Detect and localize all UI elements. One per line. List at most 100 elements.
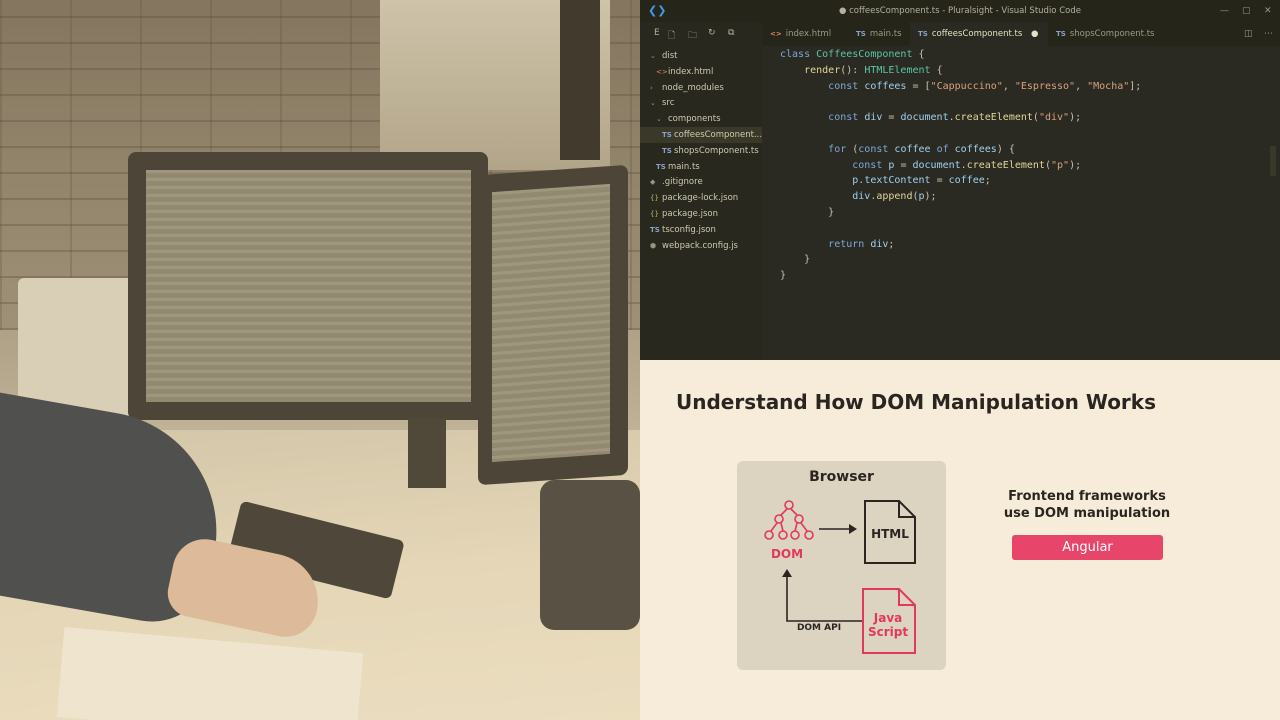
json-file-icon: {} bbox=[650, 210, 659, 218]
file-tree-item[interactable]: ◆.gitignore bbox=[640, 174, 768, 190]
chevron-down-icon: ⌄ bbox=[650, 99, 656, 108]
editor-scrollbar[interactable] bbox=[1270, 146, 1276, 176]
code-punctuation: ; bbox=[888, 238, 895, 250]
minimize-button[interactable]: — bbox=[1220, 6, 1229, 16]
more-actions-icon[interactable]: ⋯ bbox=[1264, 29, 1273, 39]
code-function: render bbox=[804, 64, 841, 76]
code-punctuation: . bbox=[858, 175, 865, 187]
code-punctuation bbox=[780, 239, 828, 250]
code-string: "Espresso" bbox=[1014, 80, 1076, 92]
typescript-file-icon: TS bbox=[656, 162, 666, 171]
code-punctuation: = [ bbox=[906, 80, 931, 92]
javascript-label-line1: Java bbox=[873, 611, 903, 625]
code-punctuation: (): bbox=[840, 64, 865, 76]
code-punctuation: } bbox=[780, 254, 811, 266]
code-keyword: of bbox=[936, 143, 949, 155]
file-tree-item[interactable]: {}package.json bbox=[640, 206, 768, 222]
typescript-file-icon: TS bbox=[1056, 30, 1066, 38]
code-line: } bbox=[780, 252, 810, 268]
code-line: const coffees = ["Cappuccino", "Espresso… bbox=[780, 79, 1141, 95]
editor-tab-label: main.ts bbox=[869, 29, 902, 39]
angular-badge: Angular bbox=[1012, 535, 1163, 560]
code-identifier: p bbox=[852, 175, 859, 187]
file-tree-item[interactable]: ⌄dist bbox=[640, 48, 768, 64]
code-line: class CoffeesComponent { bbox=[780, 47, 925, 63]
code-punctuation bbox=[780, 81, 828, 92]
file-tree-item-label: components bbox=[668, 114, 721, 125]
code-punctuation bbox=[780, 112, 828, 123]
file-tree-item-label: node_modules bbox=[662, 82, 724, 93]
split-editor-icon[interactable]: ◫ bbox=[1244, 29, 1253, 39]
title-bar: ❮❯ ● coffeesComponent.ts - Pluralsight -… bbox=[640, 0, 1280, 22]
file-tree-item-label: package.json bbox=[662, 209, 718, 219]
code-line: return div; bbox=[780, 237, 894, 253]
code-identifier: p bbox=[918, 191, 925, 203]
code-punctuation: = bbox=[930, 175, 949, 187]
code-identifier: coffee bbox=[948, 175, 985, 187]
code-punctuation bbox=[780, 160, 852, 171]
code-function: createElement bbox=[966, 159, 1045, 171]
chevron-down-icon: ⌄ bbox=[650, 52, 656, 60]
code-identifier: coffees bbox=[954, 143, 997, 155]
wall-post bbox=[560, 0, 600, 160]
frameworks-line-2: use DOM manipulation bbox=[1003, 506, 1171, 521]
code-line: } bbox=[780, 268, 786, 284]
photo-tint bbox=[0, 0, 640, 720]
code-punctuation: { bbox=[930, 64, 943, 76]
file-tree-item[interactable]: ⬢webpack.config.js bbox=[640, 238, 768, 254]
html-label: HTML bbox=[871, 527, 909, 541]
new-file-icon[interactable]: 🗋 bbox=[668, 31, 676, 41]
code-identifier: div bbox=[870, 238, 889, 250]
file-tree-item-label: main.ts bbox=[668, 161, 700, 172]
explorer-toolbar: E 🗋 🗀 ↻ ⧉ bbox=[648, 28, 758, 42]
browser-box: Browser DOM HTML DOM API bbox=[737, 461, 946, 670]
file-tree-item-label: shopsComponent.ts bbox=[674, 145, 759, 156]
collapse-all-icon[interactable]: ⧉ bbox=[728, 28, 735, 38]
file-tree-item[interactable]: ›node_modules bbox=[640, 80, 768, 96]
code-line: div.append(p); bbox=[780, 189, 937, 205]
code-identifier: div bbox=[864, 112, 883, 124]
code-keyword: const bbox=[828, 112, 859, 124]
refresh-icon[interactable]: ↻ bbox=[708, 28, 716, 38]
code-punctuation: ); bbox=[924, 191, 937, 203]
html-document-icon bbox=[864, 500, 916, 564]
new-folder-icon[interactable]: 🗀 bbox=[688, 31, 698, 41]
office-photo bbox=[0, 0, 640, 720]
code-identifier: textContent bbox=[864, 175, 931, 187]
close-button[interactable]: ✕ bbox=[1264, 6, 1272, 16]
vscode-window: ❮❯ ● coffeesComponent.ts - Pluralsight -… bbox=[640, 0, 1280, 360]
code-keyword: class bbox=[780, 49, 811, 60]
file-tree-item[interactable]: <>index.html bbox=[640, 64, 774, 80]
monitor-stand bbox=[408, 418, 446, 488]
code-line: p.textContent = coffee; bbox=[780, 173, 991, 189]
code-punctuation: ( bbox=[1032, 112, 1039, 124]
file-tree-item[interactable]: {}package-lock.json bbox=[640, 190, 768, 206]
code-keyword: const bbox=[828, 80, 859, 92]
code-punctuation: , bbox=[1002, 80, 1015, 92]
code-punctuation: ) { bbox=[996, 143, 1015, 155]
browser-label: Browser bbox=[809, 469, 874, 485]
maximize-button[interactable]: ▢ bbox=[1242, 6, 1251, 16]
code-punctuation: ); bbox=[1069, 159, 1082, 171]
dom-api-arrow-icon bbox=[782, 569, 863, 622]
frameworks-line-1: Frontend frameworks bbox=[1008, 489, 1166, 504]
code-keyword: const bbox=[858, 143, 889, 155]
file-tree-item[interactable]: ⌄components bbox=[640, 111, 774, 127]
arrow-right-icon bbox=[819, 524, 857, 534]
file-tree-item[interactable]: ⌄ src bbox=[640, 95, 768, 111]
editor-tab[interactable]: <>index.html bbox=[762, 22, 848, 46]
file-tree-item-label: src bbox=[662, 98, 675, 109]
code-line: const div = document.createElement("div"… bbox=[780, 110, 1081, 126]
code-punctuation bbox=[780, 65, 804, 76]
code-keyword: return bbox=[828, 238, 865, 250]
modified-dot-icon[interactable]: ● bbox=[1028, 29, 1039, 39]
code-string: "div" bbox=[1038, 112, 1070, 124]
code-editor[interactable]: class CoffeesComponent { render(): HTMLE… bbox=[762, 46, 1280, 360]
